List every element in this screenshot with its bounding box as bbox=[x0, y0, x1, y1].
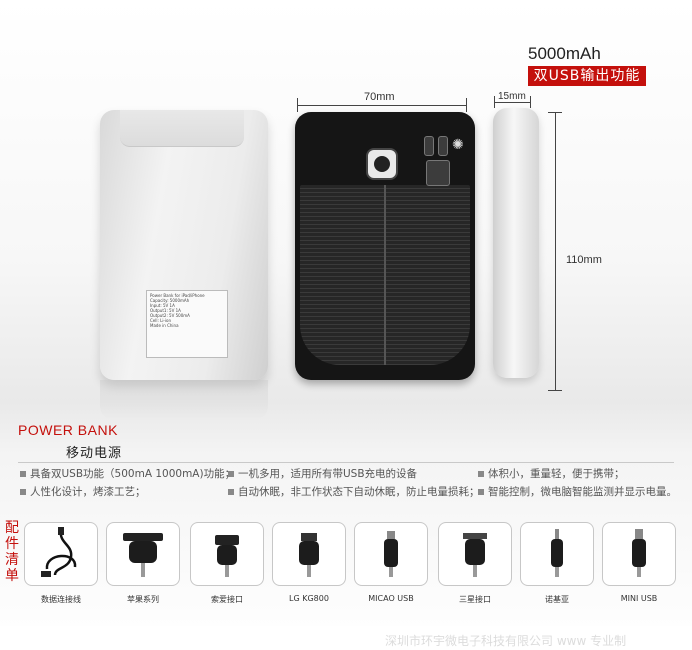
width-dim-line bbox=[297, 105, 467, 106]
bullet-icon bbox=[228, 471, 234, 477]
capacity-heading: 5000mAh bbox=[528, 44, 601, 63]
feature-item: 智能控制，微电脑智能监测并显示电量。 bbox=[478, 484, 677, 499]
feature-item: 人性化设计，烤漆工艺； bbox=[20, 484, 146, 499]
bullet-icon bbox=[228, 489, 234, 495]
label-line: Power Bank for iPad/iPhone bbox=[150, 293, 205, 298]
bullet-icon bbox=[20, 489, 26, 495]
accessory-caption: MICAO USB bbox=[368, 594, 414, 603]
depth-dimension: 15mm bbox=[498, 91, 526, 102]
spec-label-sticker: Power Bank for iPad/iPhone Capacity: 500… bbox=[146, 290, 228, 358]
width-dimension: 70mm bbox=[364, 91, 395, 103]
depth-dim-line bbox=[494, 102, 530, 103]
accessory-nokia bbox=[520, 522, 594, 586]
sony-ericsson-connector-icon bbox=[215, 535, 239, 577]
accessory-data-cable bbox=[24, 522, 98, 586]
bullet-icon bbox=[478, 489, 484, 495]
depth-dim-tick bbox=[530, 96, 531, 108]
accessory-mini-usb bbox=[602, 522, 676, 586]
height-dimension: 110mm bbox=[566, 254, 602, 266]
solar-panel-seam bbox=[384, 185, 386, 365]
accessory-samsung bbox=[438, 522, 512, 586]
label-line: Output1: 5V 1A bbox=[150, 308, 181, 313]
accessory-sony-ericsson bbox=[190, 522, 264, 586]
accessory-micro-usb bbox=[354, 522, 428, 586]
sun-icon: ✺ bbox=[452, 137, 464, 153]
accessory-lg bbox=[272, 522, 346, 586]
feature-item: 具备双USB功能（500mA 1000mA)功能； bbox=[20, 466, 235, 481]
feature-text: 智能控制，微电脑智能监测并显示电量。 bbox=[488, 486, 677, 498]
label-line: Output2: 5V 500mA bbox=[150, 313, 190, 318]
feature-item: 自动休眠，非工作状态下自动休眠，防止电量损耗； bbox=[228, 484, 480, 499]
label-line: Cell: Li-ion bbox=[150, 318, 171, 323]
label-line: Made in China bbox=[150, 323, 179, 328]
bullet-icon bbox=[478, 471, 484, 477]
divider bbox=[18, 462, 674, 463]
apple-connector-icon bbox=[123, 533, 163, 577]
accessory-apple bbox=[106, 522, 180, 586]
power-bank-subtitle: 移动电源 bbox=[66, 446, 123, 461]
micro-usb-connector-icon bbox=[384, 531, 398, 577]
dual-usb-badge: 双USB输出功能 bbox=[528, 66, 646, 86]
back-cover-tab bbox=[120, 110, 244, 147]
bullet-icon bbox=[20, 471, 26, 477]
feature-text: 体积小，重量轻，便于携带； bbox=[488, 468, 625, 480]
accessory-caption: 诺基亚 bbox=[545, 595, 569, 604]
label-line: Input: 5V 1A bbox=[150, 303, 175, 308]
label-line: Capacity: 5000mAh bbox=[150, 298, 190, 303]
footer-bar bbox=[0, 626, 692, 650]
feature-text: 具备双USB功能（500mA 1000mA)功能； bbox=[30, 468, 236, 480]
footer-watermark: 深圳市环宇微电子科技有限公司 www 专业制 bbox=[385, 634, 627, 648]
usb-port-icon bbox=[438, 136, 448, 156]
accessory-caption: 数据连接线 bbox=[41, 595, 81, 604]
feature-text: 一机多用，适用所有带USB充电的设备 bbox=[238, 468, 418, 480]
feature-text: 自动休眠，非工作状态下自动休眠，防止电量损耗； bbox=[238, 486, 480, 498]
usb-port-icon bbox=[424, 136, 434, 156]
accessory-caption: MINI USB bbox=[620, 594, 658, 603]
feature-item: 一机多用，适用所有带USB充电的设备 bbox=[228, 466, 417, 481]
back-reflection bbox=[100, 380, 268, 420]
samsung-connector-icon bbox=[463, 533, 487, 577]
output-port-icon bbox=[426, 160, 450, 186]
feature-item: 体积小，重量轻，便于携带； bbox=[478, 466, 625, 481]
mini-usb-connector-icon bbox=[632, 529, 646, 577]
power-button-center bbox=[374, 156, 390, 172]
accessories-label: 配件清单 bbox=[5, 520, 19, 584]
power-bank-title: POWER BANK bbox=[18, 422, 118, 438]
accessory-caption: LG KG800 bbox=[289, 594, 329, 603]
feature-text: 人性化设计，烤漆工艺； bbox=[30, 486, 146, 498]
height-dim-line bbox=[555, 112, 556, 390]
lg-connector-icon bbox=[299, 533, 319, 577]
height-dim-tick bbox=[548, 390, 562, 391]
power-bank-side-image bbox=[493, 108, 539, 378]
accessory-caption: 苹果系列 bbox=[127, 595, 159, 604]
accessory-caption: 三星接口 bbox=[459, 595, 491, 604]
nokia-connector-icon bbox=[551, 529, 563, 577]
data-cable-icon bbox=[41, 527, 77, 577]
accessory-caption: 索爱接口 bbox=[211, 595, 243, 604]
